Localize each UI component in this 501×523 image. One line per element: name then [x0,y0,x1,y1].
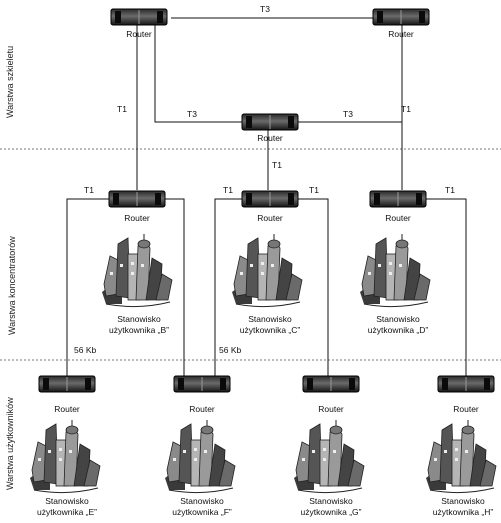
layer-label-backbone: Warstwa szkieletu [5,46,15,118]
router-label: Router [124,213,150,223]
station-h: Stanowisko użytkownika „H” [425,419,497,517]
station-label-line1: Stanowisko [376,314,420,324]
router-label: Router [385,213,411,223]
buildings-icon [425,419,497,494]
station-label-line1: Stanowisko [248,314,292,324]
link-c-to-f [214,198,242,376]
link-label-t3-top: T3 [260,4,270,14]
link-label-t3-left: T3 [187,109,197,119]
router-label: Router [257,213,283,223]
station-label-line2: użytkownika „G” [301,507,362,517]
router-concentrator-b: Router [108,190,166,223]
router-user-g: Router [302,375,360,414]
station-label-line2: użytkownika „H” [433,507,494,517]
router-label: Router [453,404,479,414]
link-label-56kb-b: 56 Kb [74,345,96,355]
router-user-h: Router [437,375,495,414]
router-user-e: Router [38,375,96,414]
link-label-t1-right: T1 [401,104,411,114]
station-e: Stanowisko użytkownika „E” [29,419,101,517]
link-label-56kb-c: 56 Kb [219,345,241,355]
link-label-t1-left: T1 [117,104,127,114]
station-label-line2: użytkownika „D” [368,325,429,335]
router-label: Router [126,29,152,39]
buildings-icon [231,233,303,308]
router-backbone-center: Router [241,113,299,143]
buildings-icon [293,419,365,494]
station-c: Stanowisko użytkownika „C” [231,233,303,335]
buildings-icon [101,233,173,308]
link-d-to-h [426,198,467,376]
station-f: Stanowisko użytkownika „F” [164,419,236,517]
layer-label-concentrator: Warstwa koncentratorów [7,236,17,335]
router-user-f: Router [173,375,231,414]
buildings-icon [359,233,431,308]
station-label-line2: użytkownika „E” [37,507,97,517]
connections [66,17,467,376]
station-d: Stanowisko użytkownika „D” [359,233,431,335]
link-t3-left [154,25,243,123]
station-label-line2: użytkownika „C” [240,325,301,335]
station-label-line1: Stanowisko [441,496,485,506]
router-label: Router [318,404,344,414]
link-label-t3-right: T3 [343,109,353,119]
router-backbone-left: Router [110,8,168,39]
router-concentrator-c: Router [241,190,299,223]
station-label-line2: użytkownika „F” [172,507,232,517]
station-label-line1: Stanowisko [180,496,224,506]
buildings-icon [29,419,101,494]
router-backbone-right: Router [372,8,430,39]
link-label-t1-d: T1 [445,185,455,195]
link-b-to-f [165,198,185,376]
station-g: Stanowisko użytkownika „G” [293,419,365,517]
router-label: Router [54,404,80,414]
station-label-line1: Stanowisko [45,496,89,506]
buildings-icon [164,419,236,494]
station-b: Stanowisko użytkownika „B” [101,233,173,335]
router-concentrator-d: Router [369,190,427,223]
router-label: Router [189,404,215,414]
router-label: Router [388,29,414,39]
router-label: Router [257,133,283,143]
link-t3-right [296,25,403,123]
link-label-t1-b: T1 [84,185,94,195]
link-c-to-g [296,198,329,376]
station-label-line1: Stanowisko [309,496,353,506]
link-label-t1-c-right: T1 [309,185,319,195]
link-label-t1-c-left: T1 [223,185,233,195]
link-label-t1-center: T1 [272,160,282,170]
layer-label-user: Warstwa użytkowników [5,397,15,490]
link-b-to-e [66,198,109,376]
station-label-line2: użytkownika „B” [109,325,169,335]
station-label-line1: Stanowisko [117,314,161,324]
